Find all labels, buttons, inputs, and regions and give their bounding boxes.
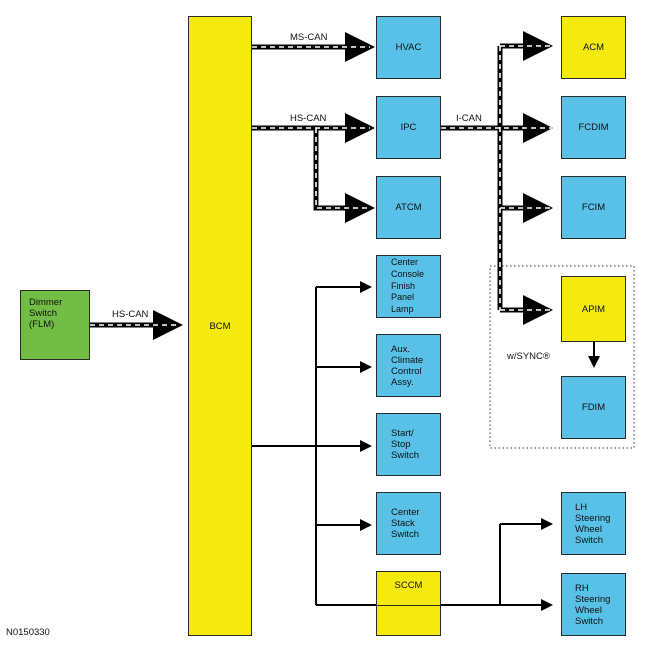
- fdim-module: FDIM: [561, 376, 626, 439]
- bcm-label: BCM: [209, 320, 231, 332]
- fcdim-label: FCDIM: [578, 122, 609, 133]
- lh-steering-wheel-switch-module: LH Steering Wheel Switch: [561, 492, 626, 555]
- fdim-label: FDIM: [581, 402, 606, 413]
- bcm-to-ipc-hs-can-link: [252, 113, 375, 223]
- start-stop-switch-module: Start/ Stop Switch: [376, 413, 441, 476]
- start-stop-switch-label: Start/ Stop Switch: [391, 428, 419, 461]
- hs-can-left-label: HS-CAN: [112, 309, 149, 320]
- ms-can-label: MS-CAN: [290, 32, 328, 43]
- sccm-label: SCCM: [394, 580, 423, 591]
- fcim-module: FCIM: [561, 176, 626, 239]
- dimmer-switch-label: Dimmer Switch (FLM): [29, 297, 63, 330]
- hvac-label: HVAC: [395, 42, 422, 53]
- acm-label: ACM: [582, 42, 605, 53]
- sccm-module: SCCM: [376, 571, 441, 636]
- sccm-to-steering-switch-links: [441, 518, 553, 611]
- ipc-i-can-bus: [441, 31, 553, 325]
- center-console-lamp-label: Center Console Finish Panel Lamp: [391, 257, 425, 315]
- sccm-divider: [377, 605, 440, 606]
- fcdim-module: FCDIM: [561, 96, 626, 159]
- apim-label: APIM: [581, 303, 606, 315]
- ipc-module: IPC: [376, 96, 441, 159]
- atcm-label: ATCM: [395, 202, 422, 213]
- lh-steering-wheel-switch-label: LH Steering Wheel Switch: [575, 502, 611, 546]
- hvac-module: HVAC: [376, 16, 441, 79]
- figure-id: N0150330: [6, 627, 50, 638]
- bcm-hardwired-links: [252, 281, 376, 606]
- center-stack-switch-module: Center Stack Switch: [376, 492, 441, 555]
- rh-steering-wheel-switch-label: RH Steering Wheel Switch: [575, 583, 611, 627]
- atcm-module: ATCM: [376, 176, 441, 239]
- dimmer-switch-module: Dimmer Switch (FLM): [20, 290, 90, 360]
- aux-climate-label: Aux. Climate Control Assy.: [391, 344, 424, 388]
- aux-climate-module: Aux. Climate Control Assy.: [376, 334, 441, 397]
- center-console-lamp-module: Center Console Finish Panel Lamp: [376, 255, 441, 318]
- acm-module: ACM: [561, 16, 626, 79]
- sync-label: w/SYNC®: [507, 351, 550, 362]
- i-can-label: I-CAN: [456, 113, 482, 124]
- fcim-label: FCIM: [581, 202, 606, 213]
- sync-group-outline: [489, 265, 635, 449]
- hs-can-top-label: HS-CAN: [290, 113, 327, 124]
- ipc-label: IPC: [400, 122, 417, 133]
- rh-steering-wheel-switch-module: RH Steering Wheel Switch: [561, 573, 626, 636]
- bcm-module: BCM: [188, 16, 252, 636]
- center-stack-switch-label: Center Stack Switch: [391, 507, 420, 540]
- apim-module: APIM: [561, 276, 626, 342]
